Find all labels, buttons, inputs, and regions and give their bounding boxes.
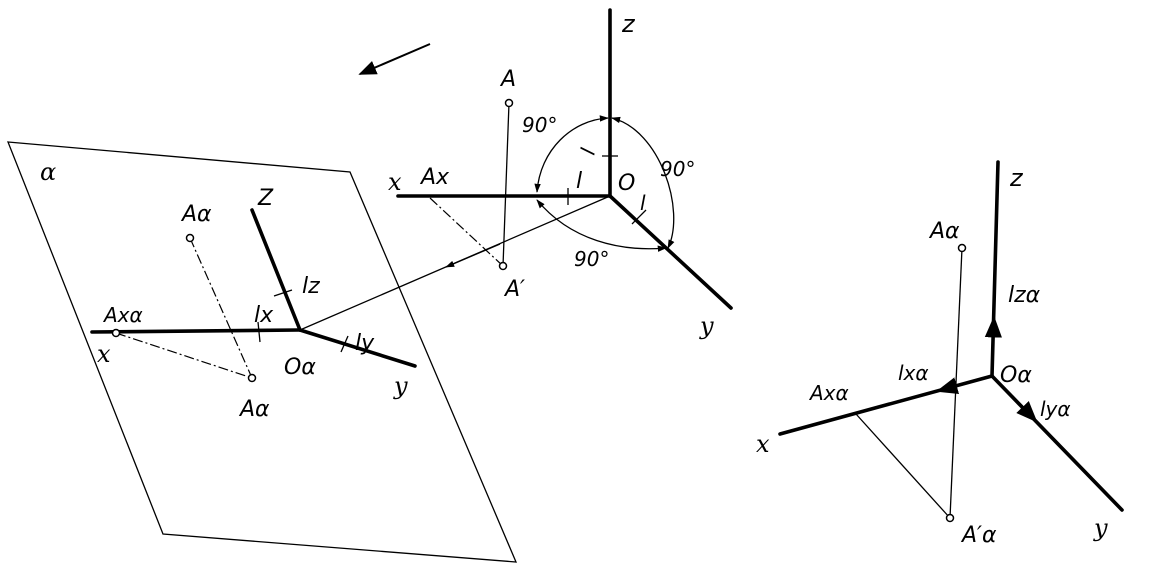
left-projecting-line-ax: [115, 332, 253, 379]
right-ly-arrow: [1011, 395, 1038, 423]
right-origin-label: Oα: [1000, 363, 1032, 388]
left-point-a-lower-label: Aα: [238, 397, 270, 422]
middle-angle-arc-xz: [534, 115, 609, 193]
left-point-a-upper-label: Aα: [180, 202, 212, 227]
middle-point-ax-label: Ax: [419, 165, 450, 190]
right-figure: z x y Oα Aα A′α Axα lzα lxα lyα: [756, 160, 1124, 548]
right-lz-label: lzα: [1008, 283, 1041, 308]
left-z-axis: [250, 208, 302, 332]
left-ly-tick: [340, 335, 349, 353]
middle-lz-label: l: [576, 145, 601, 157]
middle-projecting-line-a: [502, 102, 510, 267]
right-projecting-line-a: [949, 247, 963, 519]
right-y-label: y: [1093, 514, 1108, 542]
left-point-a-upper: [185, 233, 195, 243]
left-origin-label: Oα: [284, 355, 316, 380]
left-projecting-line-a: [189, 237, 253, 379]
right-lx-label: lxα: [898, 361, 929, 385]
middle-y-label: y: [699, 312, 714, 340]
left-y-label: y: [393, 372, 408, 400]
middle-angle-arc-zy: [611, 116, 675, 249]
middle-projecting-line-ax: [429, 197, 504, 267]
right-point-ax-label: Axα: [808, 381, 849, 405]
right-ly-label: lyα: [1040, 397, 1071, 421]
right-point-a-prime: [945, 513, 955, 523]
right-point-a-prime-label: A′α: [960, 523, 997, 548]
left-lz-label: lz: [302, 274, 320, 299]
right-lx-arrow: [935, 377, 971, 395]
right-point-a: [957, 243, 967, 253]
left-x-label: x: [97, 340, 111, 368]
middle-y-axis: [608, 194, 733, 310]
left-lx-label: lx: [254, 303, 274, 328]
left-y-axis: [298, 328, 417, 368]
left-point-ax-label: Axα: [102, 303, 143, 327]
left-ly-label: ly: [355, 331, 375, 356]
middle-angle-arc-xy: [536, 199, 667, 252]
middle-angle-label-zy: 90°: [660, 157, 695, 181]
right-projecting-line-ax: [855, 413, 951, 519]
middle-point-a-prime-label: A′: [503, 277, 525, 302]
right-lz-arrow: [984, 315, 1003, 351]
middle-angle-label-xz: 90°: [522, 113, 557, 137]
right-point-a-label: Aα: [928, 219, 960, 244]
left-x-axis: [90, 328, 302, 334]
middle-z-label: z: [621, 10, 636, 38]
left-point-ax: [111, 328, 121, 338]
left-point-a-lower: [247, 373, 257, 383]
plane-alpha-label: α: [40, 158, 56, 186]
projection-direction-arrow: [358, 43, 431, 75]
left-lx-tick: [257, 321, 261, 343]
projection-plane-alpha: [7, 141, 518, 563]
left-lz-tick: [273, 289, 293, 297]
right-x-label: x: [756, 430, 770, 458]
middle-point-a: [504, 98, 514, 108]
middle-point-a-prime: [498, 261, 508, 271]
middle-ly-label: l: [640, 191, 646, 215]
middle-origin-label: O: [618, 171, 635, 196]
right-z-label: z: [1009, 164, 1024, 192]
middle-angle-label-xy: 90°: [574, 247, 609, 271]
middle-lx-label: l: [576, 169, 582, 194]
middle-point-a-label: A: [499, 67, 516, 92]
left-figure: α x y Z Oα Aα Aα Axα lx ly lz: [7, 141, 518, 563]
projection-direction-arrow-mid: [445, 243, 501, 268]
left-z-label: Z: [257, 186, 274, 211]
middle-x-label: x: [388, 168, 402, 196]
middle-figure: z x y O A A′ Ax l l l 90° 90° 90°: [388, 8, 733, 340]
